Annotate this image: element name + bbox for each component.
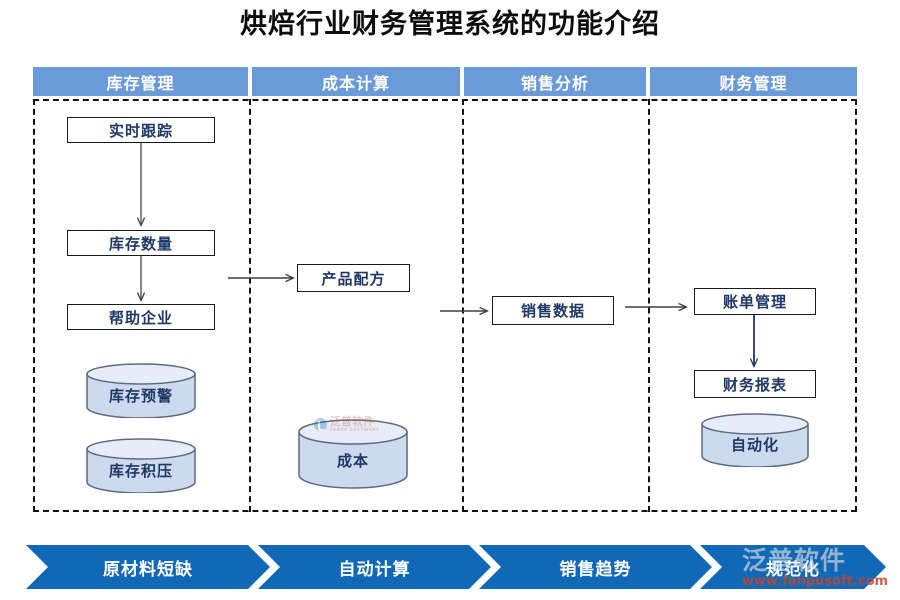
swimlane-frame [33, 99, 857, 512]
cylinder-label: 库存积压 [108, 462, 173, 480]
process-box-real-time-tracking[interactable]: 实时跟踪 [67, 117, 215, 143]
process-box-product-formula[interactable]: 产品配方 [297, 264, 410, 292]
chevron-auto-calculation[interactable]: 自动计算 [258, 545, 491, 589]
cylinder-inventory-backlog[interactable]: 库存积压 [85, 438, 197, 493]
chevron-raw-material-shortage[interactable]: 原材料短缺 [26, 545, 270, 589]
chevron-sales-trend[interactable]: 销售趋势 [479, 545, 712, 589]
cylinder-label: 自动化 [730, 436, 779, 454]
column-header-cost: 成本计算 [252, 67, 460, 96]
process-box-financial-report[interactable]: 财务报表 [694, 370, 816, 398]
cylinder-cost[interactable]: 成本 [297, 419, 409, 489]
cylinder-label: 成本 [336, 452, 369, 470]
chevron-standardization[interactable]: 规范化 [700, 545, 886, 589]
cylinder-automation[interactable]: 自动化 [700, 413, 810, 467]
swimlane-divider-1 [249, 99, 251, 512]
process-box-inventory-quantity[interactable]: 库存数量 [67, 230, 215, 256]
column-header-finance: 财务管理 [650, 67, 857, 96]
column-header-sales: 销售分析 [464, 67, 646, 96]
column-header-inventory: 库存管理 [33, 67, 248, 96]
cylinder-inventory-alert[interactable]: 库存预警 [85, 363, 197, 418]
process-box-help-enterprise[interactable]: 帮助企业 [67, 304, 215, 330]
swimlane-divider-3 [648, 99, 650, 512]
cylinder-label: 库存预警 [108, 387, 173, 405]
page-title: 烘焙行业财务管理系统的功能介绍 [240, 9, 660, 40]
process-box-bill-management[interactable]: 账单管理 [694, 288, 816, 315]
process-box-sales-data[interactable]: 销售数据 [492, 296, 614, 325]
swimlane-divider-2 [462, 99, 464, 512]
